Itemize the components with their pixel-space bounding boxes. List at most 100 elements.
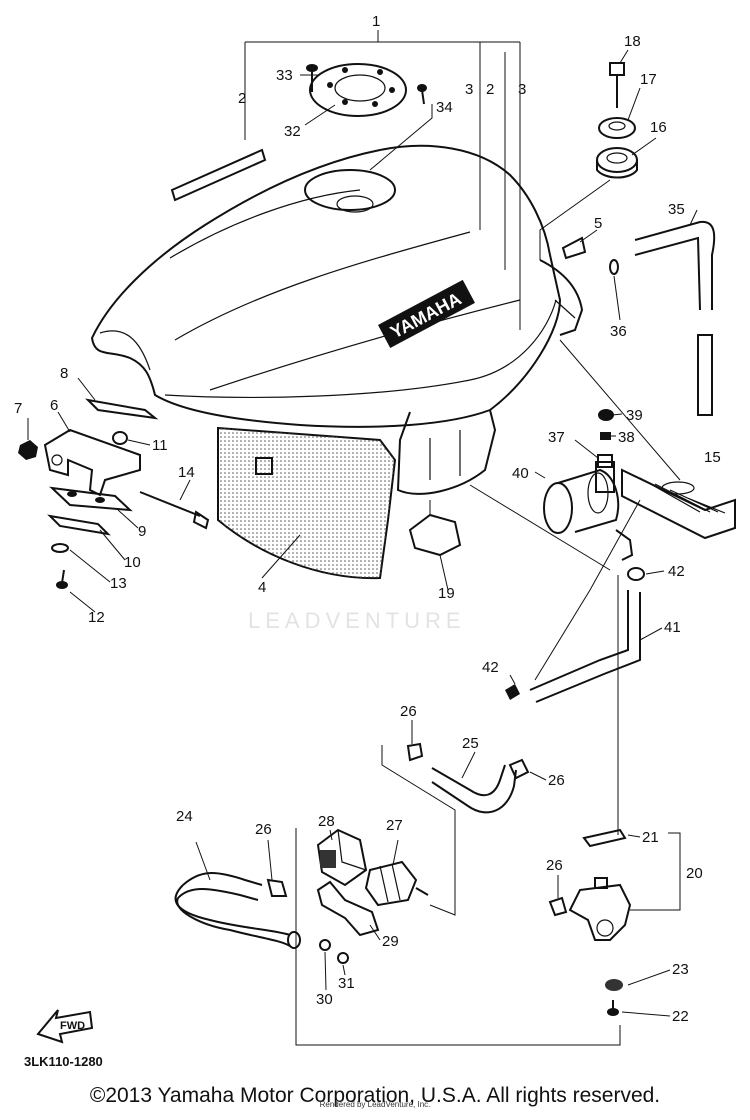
damper-5: [561, 236, 587, 260]
label-4: 4: [258, 579, 266, 596]
label-7: 7: [14, 400, 22, 417]
label-32: 32: [284, 123, 301, 140]
label-6: 6: [50, 397, 58, 414]
heat-shield: [217, 426, 397, 580]
plate-10: [47, 514, 111, 536]
label-24: 24: [176, 808, 193, 825]
hose-25: [431, 764, 517, 814]
hose-24: [174, 872, 301, 949]
label-26: 26: [548, 772, 565, 789]
washer-30: [319, 939, 331, 951]
label-42: 42: [668, 563, 685, 580]
part-labels: 1 2 2 3 3 4 5 6 7 8 9 10 11 12 13 14 15 …: [14, 13, 721, 1025]
bolt-12: [56, 569, 68, 589]
label-20: 20: [686, 865, 703, 882]
screw-22: [607, 1000, 619, 1016]
watermark-text: LEADVENTURE: [248, 608, 466, 633]
label-36: 36: [610, 323, 627, 340]
clip-42-lower: [505, 684, 520, 700]
label-33: 33: [276, 67, 293, 84]
label-2: 2: [238, 90, 246, 107]
fuel-tank: [90, 144, 584, 495]
label-10: 10: [124, 554, 141, 571]
clip-26-upper: [406, 742, 424, 762]
clip-26-mid: [508, 758, 530, 780]
label-18: 18: [624, 33, 641, 50]
pad-8: [85, 398, 159, 420]
label-27: 27: [386, 817, 403, 834]
gasket-23: [605, 979, 623, 991]
label-25: 25: [462, 735, 479, 752]
label-5: 5: [594, 215, 602, 232]
label-41: 41: [664, 619, 681, 636]
clip-36: [609, 259, 619, 275]
label-16: 16: [650, 119, 667, 136]
bracket-29: [316, 880, 380, 937]
fwd-arrow-icon: FWD: [36, 1009, 94, 1044]
label-37: 37: [548, 429, 565, 446]
parts-diagram: LEADVENTURE YAMAHA: [14, 13, 736, 1069]
fuel-hose-41: [529, 590, 641, 703]
label-40: 40: [512, 465, 529, 482]
yamaha-emblem: YAMAHA: [378, 279, 475, 348]
bolt-14: [139, 491, 210, 530]
nut-38: [600, 432, 611, 440]
breather-hose: [634, 220, 716, 416]
label-14: 14: [178, 464, 195, 481]
drawing-code: 3LK110-1280: [24, 1054, 103, 1069]
fwd-label: FWD: [60, 1020, 85, 1032]
label-39: 39: [626, 407, 643, 424]
label-35: 35: [668, 201, 685, 218]
collar-17: [598, 117, 636, 139]
label-26: 26: [255, 821, 272, 838]
fuel-filter-27: [364, 860, 429, 907]
label-29: 29: [382, 933, 399, 950]
damper-16: [596, 147, 638, 179]
fuel-pump-28: [316, 828, 368, 887]
label-21: 21: [642, 829, 659, 846]
label-28: 28: [318, 813, 335, 830]
label-1: 1: [372, 13, 380, 30]
copyright-notice: ©2013 Yamaha Motor Corporation, U.S.A. A…: [89, 1084, 661, 1107]
washer-13: [51, 543, 69, 553]
leader-lines: [27, 30, 698, 1046]
fuel-cap: [309, 63, 407, 117]
label-9: 9: [138, 523, 146, 540]
label-31: 31: [338, 975, 355, 992]
label-30: 30: [316, 991, 333, 1008]
clip-42-upper: [627, 567, 645, 581]
label-3: 3: [518, 81, 526, 98]
label-13: 13: [110, 575, 127, 592]
label-26: 26: [400, 703, 417, 720]
emblem-strip: [170, 148, 267, 202]
label-2: 2: [486, 81, 494, 98]
fuel-cock-20: [568, 877, 632, 941]
label-12: 12: [88, 609, 105, 626]
clip-26-left: [266, 878, 288, 897]
label-38: 38: [618, 429, 635, 446]
label-19: 19: [438, 585, 455, 602]
damper-19: [408, 513, 462, 557]
label-26: 26: [546, 857, 563, 874]
fuel-filter-40: [543, 461, 634, 561]
label-11: 11: [152, 437, 168, 454]
collar-11: [112, 431, 128, 445]
gasket-21: [582, 828, 627, 848]
nut-31: [337, 952, 349, 964]
cap-screw: [306, 64, 318, 92]
rear-mount-rubber: [621, 468, 736, 540]
rendered-by-note: Rendered by LeadVenture, Inc.: [319, 1100, 431, 1109]
label-22: 22: [672, 1008, 689, 1025]
label-8: 8: [60, 365, 68, 382]
label-34: 34: [436, 99, 453, 116]
collar-37: [597, 454, 613, 468]
label-17: 17: [640, 71, 657, 88]
bolt-18: [609, 62, 625, 108]
cap-bolt: [417, 84, 427, 105]
label-3: 3: [465, 81, 473, 98]
clip-26-right: [548, 896, 568, 917]
label-15: 15: [704, 449, 721, 466]
plate-9: [49, 486, 133, 512]
nut-7: [18, 440, 38, 460]
label-42: 42: [482, 659, 499, 676]
